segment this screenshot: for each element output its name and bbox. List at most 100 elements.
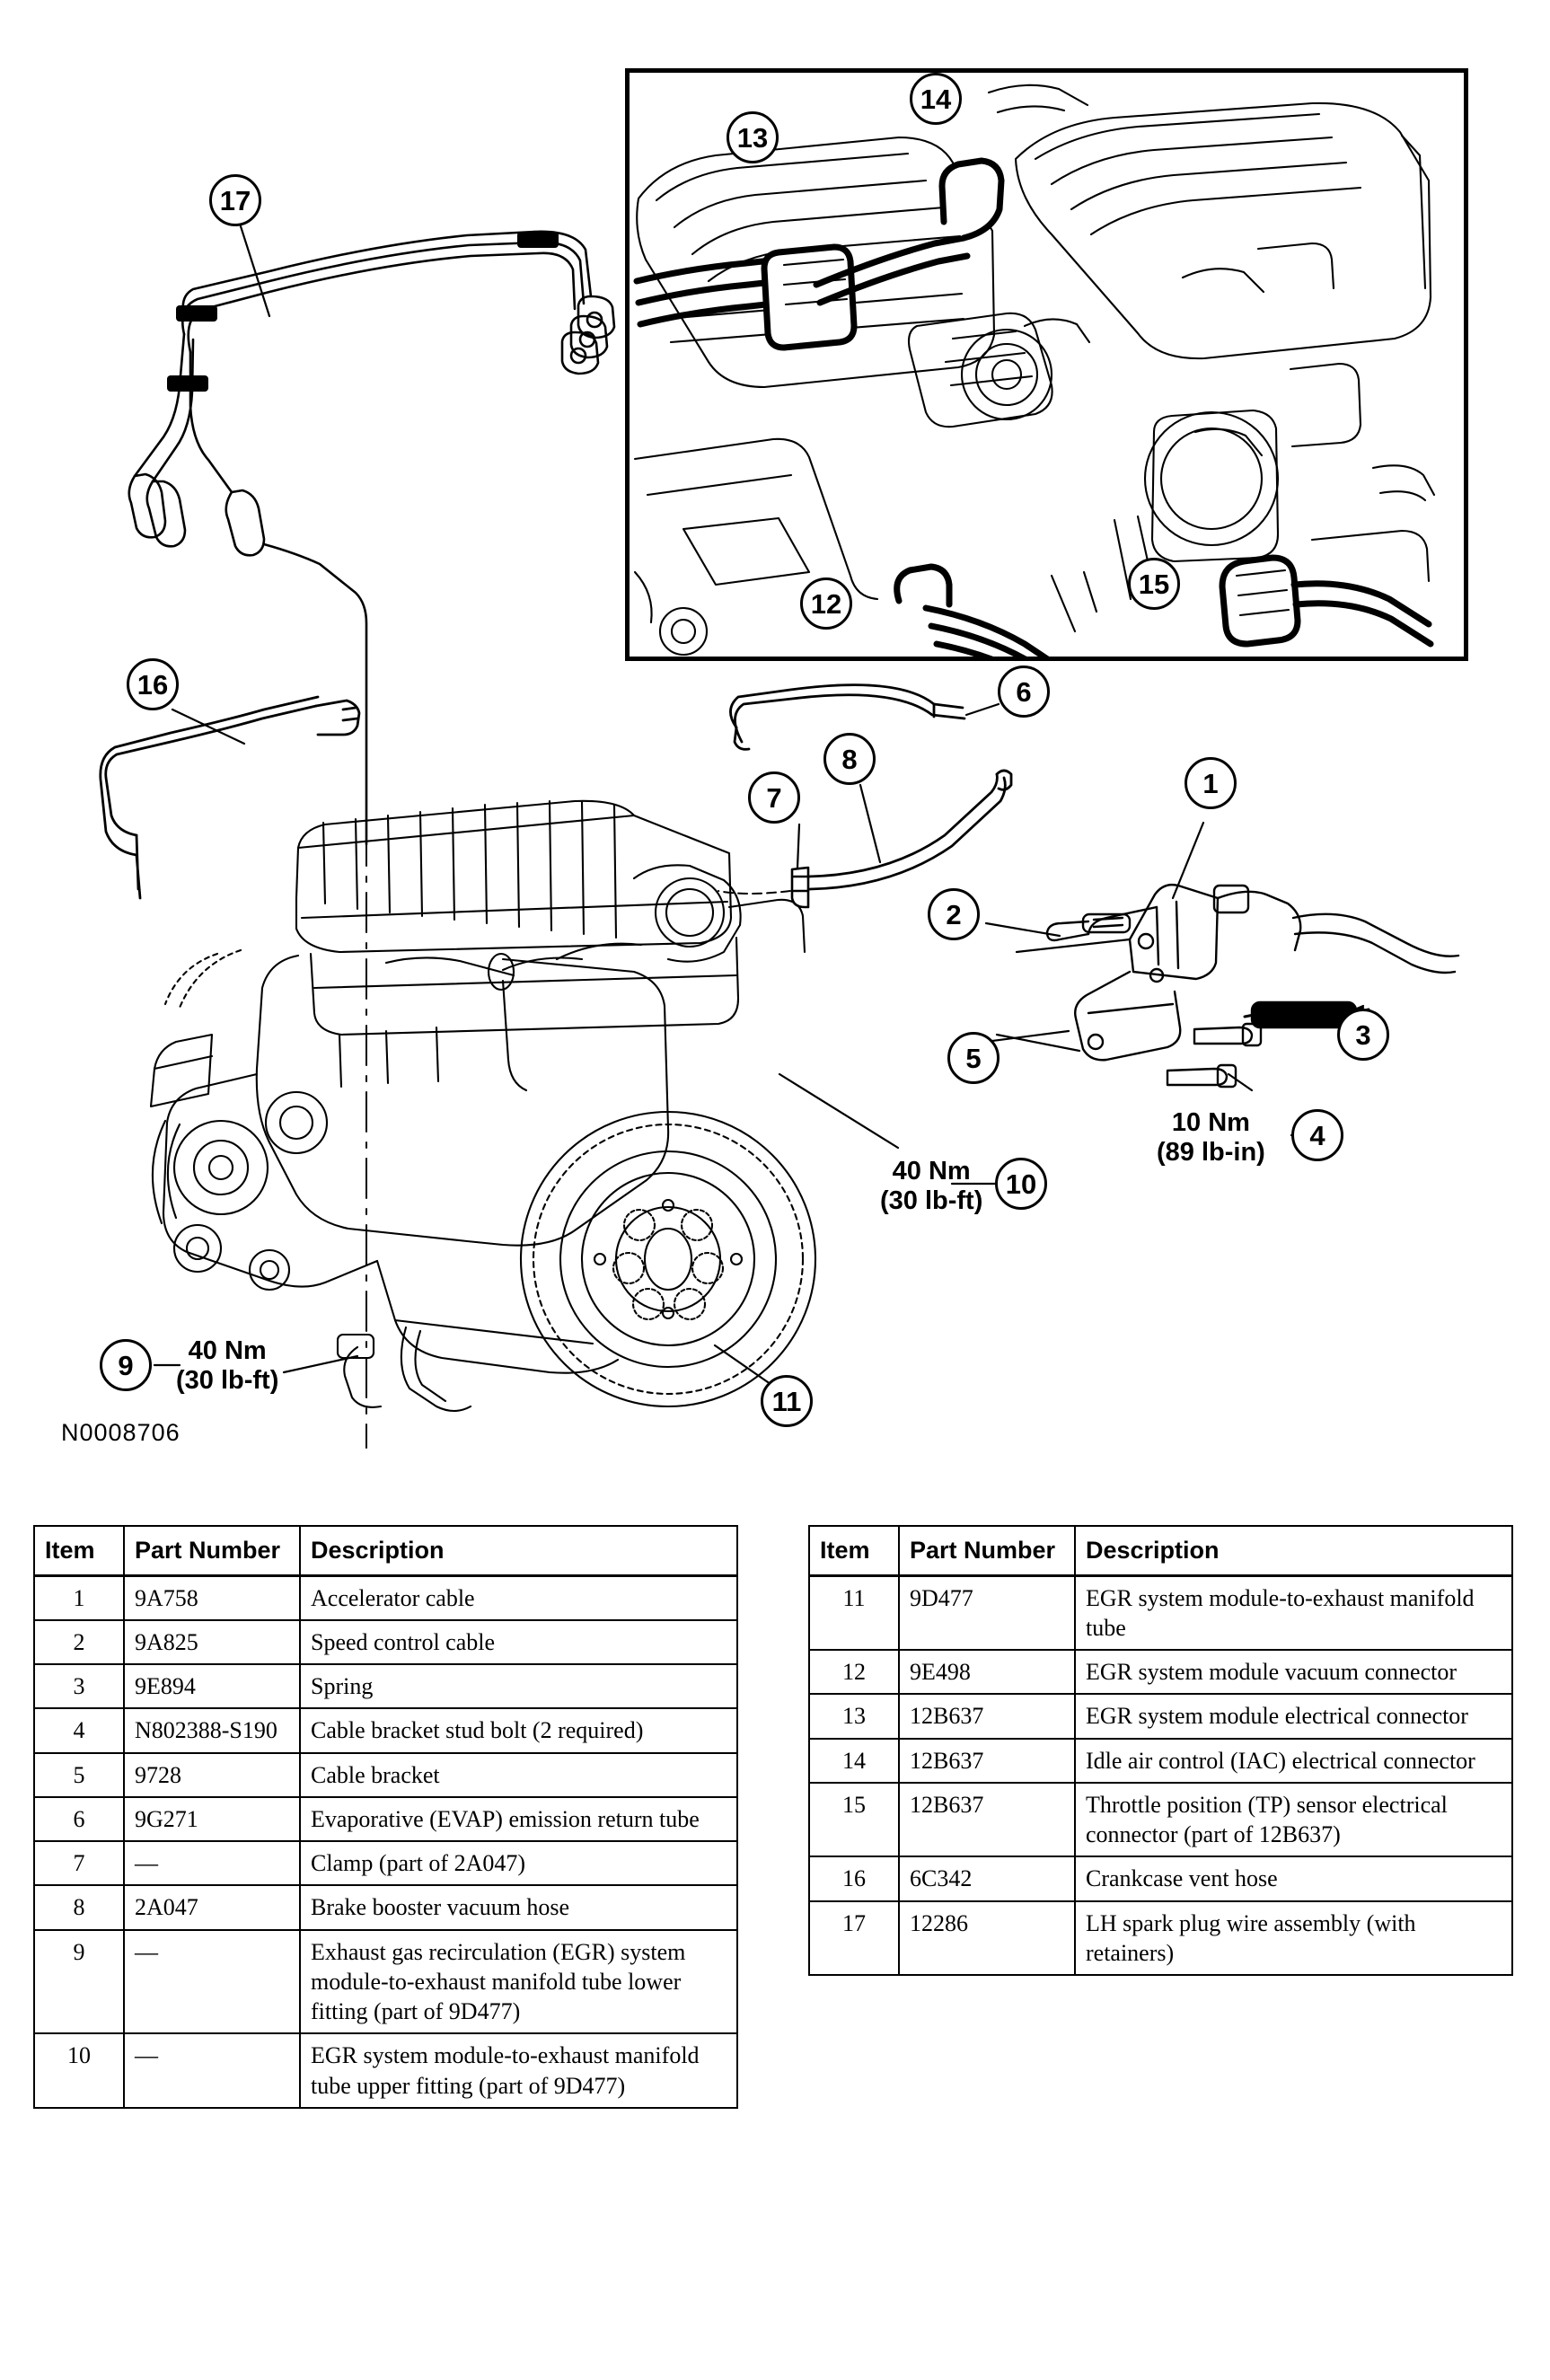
- cell-description: Exhaust gas recirculation (EGR) system m…: [299, 1928, 738, 2035]
- header-description: Description: [1074, 1524, 1513, 1577]
- table-header-row: Item Part Number Description: [808, 1524, 1513, 1577]
- cell-description: Throttle position (TP) sensor electrical…: [1074, 1781, 1513, 1858]
- tp-sensor-electrical-connector-15: [1219, 554, 1434, 648]
- callout-2: 2: [928, 888, 980, 940]
- torque-imperial-10: (30 lb-ft): [880, 1186, 983, 1216]
- cable-bracket-assembly: [956, 883, 1460, 1089]
- cell-item: 17: [808, 1900, 900, 1977]
- header-item: Item: [808, 1524, 900, 1577]
- cell-item: 15: [808, 1781, 900, 1858]
- torque-metric-4: 10 Nm: [1171, 1108, 1250, 1137]
- callout-3: 3: [1337, 1009, 1389, 1061]
- callout-17: 17: [209, 174, 261, 226]
- cell-description: Spring: [299, 1663, 738, 1710]
- cell-item: 16: [808, 1856, 900, 1902]
- callout-16: 16: [127, 658, 179, 710]
- cell-item: 1: [33, 1574, 125, 1621]
- cell-description: Crankcase vent hose: [1074, 1856, 1513, 1902]
- callout-6: 6: [998, 666, 1050, 718]
- cell-part-number: 12B637: [898, 1737, 1076, 1784]
- cell-description: Speed control cable: [299, 1618, 738, 1666]
- spark-plug-wire-assembly-17: [128, 230, 616, 846]
- cell-part-number: 9A758: [123, 1574, 301, 1621]
- cell-item: 3: [33, 1663, 125, 1710]
- callout-7: 7: [748, 771, 800, 824]
- torque-metric-9: 40 Nm: [188, 1336, 267, 1365]
- flywheel: [519, 1110, 817, 1408]
- cell-description: EGR system module vacuum connector: [1074, 1649, 1513, 1696]
- cell-description: EGR system module-to-exhaust manifold tu…: [1074, 1574, 1513, 1652]
- callout-11: 11: [761, 1375, 813, 1427]
- cell-item: 10: [33, 2032, 125, 2109]
- cell-part-number: 9G271: [123, 1795, 301, 1843]
- engine-assembly-lineart: [149, 626, 817, 1449]
- cell-part-number: —: [123, 1840, 301, 1887]
- callout-10: 10: [995, 1158, 1047, 1210]
- callout-8: 8: [823, 733, 876, 785]
- cell-item: 9: [33, 1928, 125, 2035]
- cell-description: LH spark plug wire assembly (with retain…: [1074, 1900, 1513, 1977]
- table-row: 7—Clamp (part of 2A047): [33, 1840, 738, 1887]
- egr-module-vacuum-connector-12: [894, 563, 1050, 657]
- cell-item: 14: [808, 1737, 900, 1784]
- cell-part-number: 9D477: [898, 1574, 1076, 1652]
- callout-13: 13: [727, 111, 779, 163]
- cell-part-number: —: [123, 2032, 301, 2109]
- cell-item: 6: [33, 1795, 125, 1843]
- table-row: 9—Exhaust gas recirculation (EGR) system…: [33, 1928, 738, 2035]
- inset-detail-panel: [625, 68, 1468, 661]
- cell-description: Idle air control (IAC) electrical connec…: [1074, 1737, 1513, 1784]
- header-part-number: Part Number: [123, 1524, 301, 1577]
- cell-part-number: 12B637: [898, 1781, 1076, 1858]
- exploded-view-figure: 1 2 3 4 5 6 7 8 9 10 11 12 13 14 15 16 1…: [61, 68, 1468, 1449]
- cell-part-number: 6C342: [898, 1856, 1076, 1902]
- figure-id-label: N0008706: [61, 1419, 181, 1446]
- cell-part-number: 9728: [123, 1751, 301, 1798]
- cell-description: EGR system module-to-exhaust manifold tu…: [299, 2032, 738, 2109]
- table-row: 10—EGR system module-to-exhaust manifold…: [33, 2032, 738, 2109]
- cell-part-number: 9A825: [123, 1618, 301, 1666]
- clamp-7: [790, 866, 810, 909]
- cell-item: 12: [808, 1649, 900, 1696]
- header-part-number: Part Number: [898, 1524, 1076, 1577]
- iac-electrical-connector-14: [813, 157, 1005, 306]
- header-item: Item: [33, 1524, 125, 1577]
- cell-part-number: 12B637: [898, 1693, 1076, 1740]
- cell-item: 13: [808, 1693, 900, 1740]
- cell-description: Accelerator cable: [299, 1574, 738, 1621]
- cell-part-number: 9E894: [123, 1663, 301, 1710]
- callout-12: 12: [800, 577, 852, 630]
- cell-part-number: 2A047: [123, 1884, 301, 1931]
- cell-part-number: 9E498: [898, 1649, 1076, 1696]
- torque-label-10: 40 Nm (30 lb-ft): [880, 1157, 982, 1217]
- header-description: Description: [299, 1524, 738, 1577]
- callout-15: 15: [1128, 558, 1180, 610]
- torque-imperial-9: (30 lb-ft): [176, 1366, 279, 1396]
- cell-description: Cable bracket stud bolt (2 required): [299, 1707, 738, 1754]
- torque-imperial-4: (89 lb-in): [1157, 1138, 1265, 1168]
- cell-part-number: —: [123, 1928, 301, 2035]
- table-header-row: Item Part Number Description: [33, 1524, 738, 1577]
- callout-14: 14: [910, 73, 962, 125]
- callout-9: 9: [100, 1339, 152, 1391]
- torque-label-4: 10 Nm (89 lb-in): [1157, 1108, 1265, 1168]
- cell-item: 7: [33, 1840, 125, 1887]
- cell-description: Brake booster vacuum hose: [299, 1884, 738, 1931]
- brake-booster-vacuum-hose-8: [806, 769, 1013, 891]
- callout-1: 1: [1185, 757, 1237, 809]
